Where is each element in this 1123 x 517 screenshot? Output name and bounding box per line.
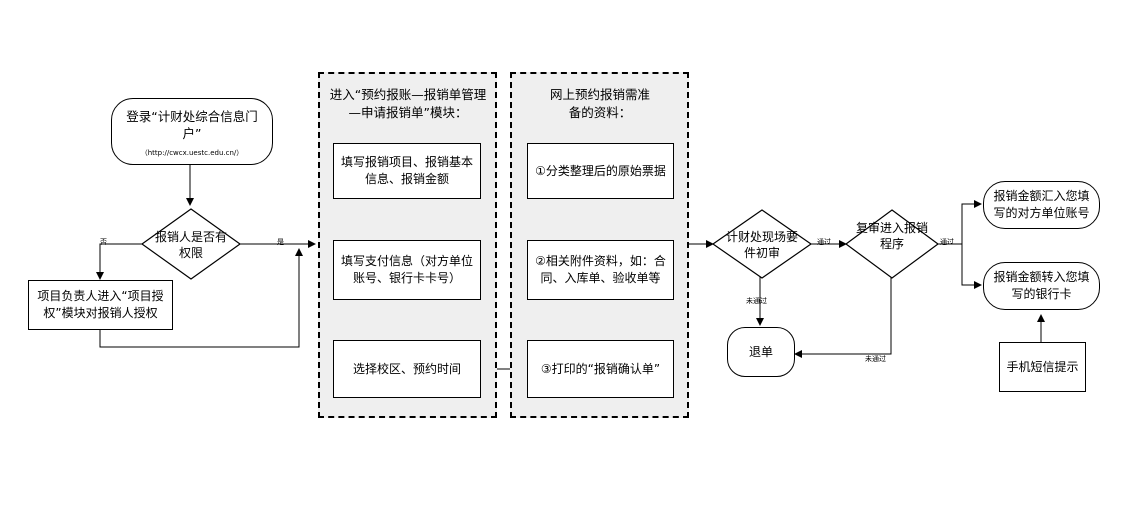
start-node: 登录“计财处综合信息门户” （http://cwcx.uestc.edu.cn/… <box>111 98 273 165</box>
step-fill-payment: 填写支付信息（对方单位账号、银行卡卡号） <box>333 240 481 300</box>
fail-label-1: 未通过 <box>746 297 767 305</box>
start-url: （http://cwcx.uestc.edu.cn/） <box>140 148 244 157</box>
decision-review-shape <box>844 209 940 279</box>
arrow-to-company <box>961 200 982 244</box>
decision-permission-shape <box>140 208 242 280</box>
material-attachments: ②相关附件资料，如：合同、入库单、验收单等 <box>527 240 674 300</box>
decision-review-label: 复审进入报销程序 <box>856 221 929 251</box>
arrow-review-fail <box>794 276 892 358</box>
pass-label-1: 通过 <box>817 238 831 246</box>
arrow-decision-no <box>96 243 143 280</box>
module-fill-title: 进入“预约报账—报销单管理—申请报销单”模块： <box>329 87 487 120</box>
start-title: 登录“计财处综合信息门户” <box>126 108 258 141</box>
material-confirmation: ③打印的“报销确认单” <box>527 340 674 398</box>
arrow-to-card <box>961 244 982 289</box>
permission-yes-label: 是 <box>277 238 284 246</box>
arrow-authorize-return <box>99 248 303 348</box>
step-fill-info: 填写报销项目、报销基本信息、报销金额 <box>333 143 481 199</box>
pass-label-2: 通过 <box>940 238 954 246</box>
return-box: 退单 <box>727 327 795 377</box>
step-choose-campus: 选择校区、预约时间 <box>333 340 481 398</box>
result-company-account: 报销金额汇入您填写的对方单位账号 <box>983 181 1100 229</box>
permission-no-label: 否 <box>100 238 107 246</box>
fail-label-2: 未通过 <box>865 355 886 363</box>
decision-initial-shape <box>711 209 813 279</box>
result-bank-card: 报销金额转入您填写的银行卡 <box>983 262 1100 310</box>
material-receipts: ①分类整理后的原始票据 <box>527 143 674 199</box>
decision-initial-label: 计财处现场要件初审 <box>725 230 798 260</box>
module-materials-title: 网上预约报销需准备的资料： <box>549 87 650 120</box>
sms-notice: 手机短信提示 <box>999 342 1086 392</box>
decision-permission-label: 报销人是否有权限 <box>154 230 227 260</box>
authorize-box: 项目负责人进入“项目授权”模块对报销人授权 <box>28 280 173 330</box>
